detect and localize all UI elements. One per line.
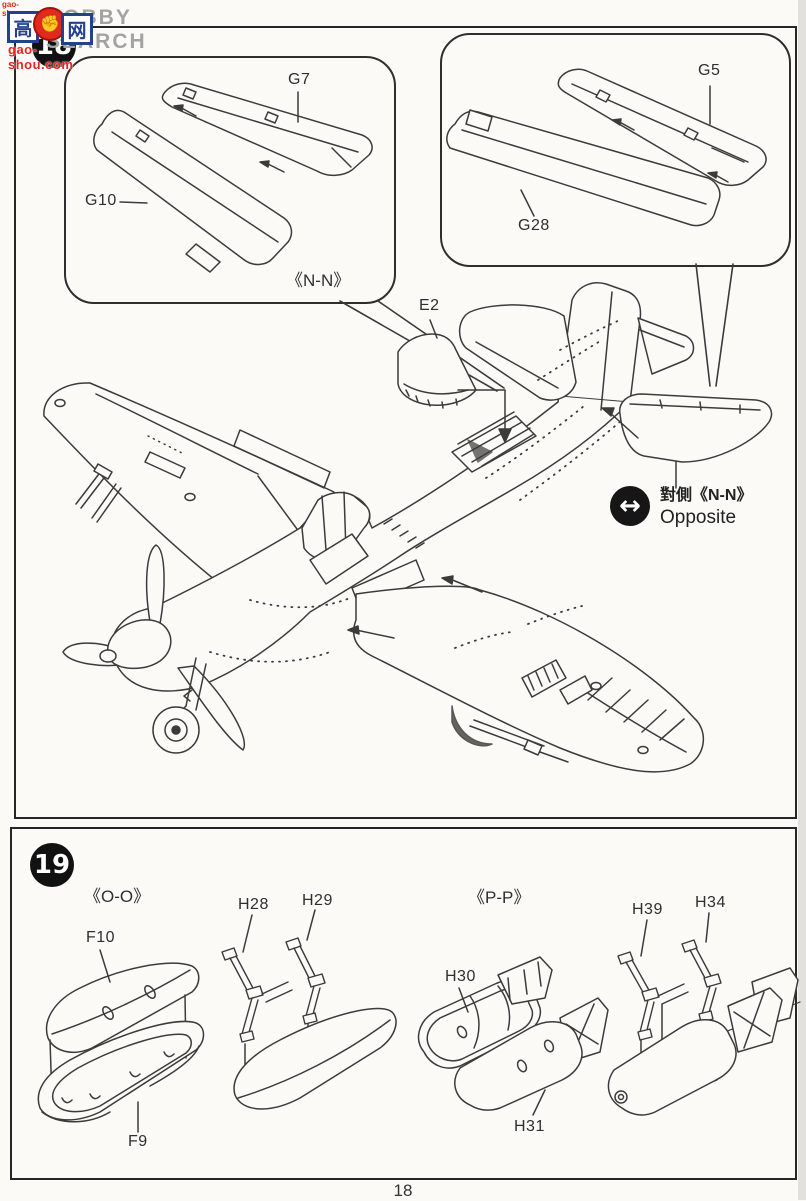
- caption-nn: 《N-N》: [286, 271, 351, 290]
- caption-pp: 《P-P》: [468, 888, 531, 907]
- step19-number-badge: 19: [30, 843, 74, 887]
- part-label-h39: H39: [632, 901, 663, 918]
- part-label-f9: F9: [128, 1133, 148, 1150]
- part-label-f10: F10: [86, 929, 116, 946]
- double-arrow-glyph: ↔: [619, 491, 641, 521]
- part-label-h34: H34: [695, 894, 726, 911]
- part-label-g28: G28: [518, 217, 550, 234]
- part-label-h31: H31: [514, 1118, 545, 1135]
- opposite-text: 對側《N-N》 Opposite: [660, 486, 752, 530]
- part-label-h28: H28: [238, 896, 269, 913]
- watermark-logo-right: 网: [61, 13, 93, 45]
- inset-g5-box: [440, 33, 791, 267]
- step18-panel: [14, 26, 797, 819]
- opposite-label-en: Opposite: [660, 507, 737, 528]
- inset-nn-box: [64, 56, 396, 304]
- opposite-indicator: ↔ 對側《N-N》 Opposite: [610, 486, 752, 530]
- part-label-h29: H29: [302, 892, 333, 909]
- part-label-g10: G10: [85, 192, 117, 209]
- caption-oo: 《O-O》: [84, 887, 151, 906]
- step19-number: 19: [33, 850, 71, 880]
- opposite-label-zh: 對側《N-N》: [660, 487, 753, 504]
- watermark-site-text: gao-shou.com: [8, 42, 74, 72]
- scan-edge: [798, 0, 806, 1200]
- page-number: 18: [393, 1181, 413, 1200]
- part-label-g7: G7: [288, 71, 311, 88]
- part-label-h30: H30: [445, 968, 476, 985]
- part-label-g5: G5: [698, 62, 721, 79]
- double-arrow-icon: ↔: [610, 486, 650, 526]
- part-label-e2: E2: [419, 297, 440, 314]
